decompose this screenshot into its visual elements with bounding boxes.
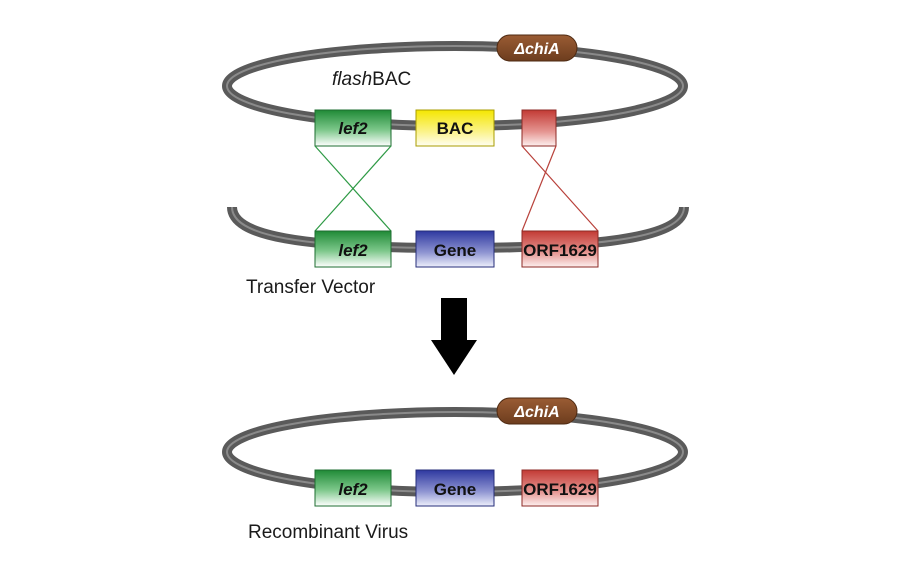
flashbac-marker-label: ΔchiA <box>513 41 559 58</box>
recombinant-gene-orf1629: ORF1629 <box>521 469 599 507</box>
crossover-red-b <box>521 145 557 232</box>
flashbac-label-italic: flash <box>332 69 372 90</box>
flashbac-plasmid: ΔchiA flashBAC lef2 BAC <box>222 34 688 147</box>
recombinant-gene-gene-label: Gene <box>434 480 477 499</box>
crossover-green-b <box>314 145 392 232</box>
transfer-gene-lef2-label: lef2 <box>338 241 368 260</box>
recombinant-chia-marker: ΔchiA <box>496 397 578 425</box>
recombinant-gene-orf1629-label: ORF1629 <box>523 480 597 499</box>
transfer-gene-orf1629-label: ORF1629 <box>523 241 597 260</box>
recombinant-plasmid: ΔchiA lef2 Gene ORF1629 Recombinant Viru… <box>222 397 688 543</box>
crossover-red-a <box>521 145 599 232</box>
transfer-gene-orf1629: ORF1629 <box>521 230 599 268</box>
transfer-vector: lef2 Gene ORF1629 Transfer Vector <box>227 206 689 298</box>
down-arrow <box>431 298 477 375</box>
recombinant-gene-lef2: lef2 <box>314 469 392 507</box>
flashbac-gene-bac: BAC <box>415 109 495 147</box>
recombinant-gene-gene: Gene <box>415 469 495 507</box>
flashbac-gene-orf-fragment <box>521 109 557 147</box>
crossover-lines <box>314 145 599 232</box>
transfer-gene-gene-label: Gene <box>434 241 477 260</box>
transfer-vector-label: Transfer Vector <box>246 277 376 298</box>
flashbac-gene-lef2: lef2 <box>314 109 392 147</box>
recombinant-label: Recombinant Virus <box>248 522 408 543</box>
recombinant-marker-label: ΔchiA <box>513 404 559 421</box>
transfer-gene-lef2: lef2 <box>314 230 392 268</box>
flashbac-label: flashBAC <box>332 69 411 90</box>
flashbac-chia-marker: ΔchiA <box>496 34 578 62</box>
flashbac-gene-lef2-label: lef2 <box>338 119 368 138</box>
recombinant-gene-lef2-label: lef2 <box>338 480 368 499</box>
flashbac-label-rest: BAC <box>372 69 411 90</box>
transfer-gene-gene: Gene <box>415 230 495 268</box>
flashbac-gene-bac-label: BAC <box>437 119 474 138</box>
